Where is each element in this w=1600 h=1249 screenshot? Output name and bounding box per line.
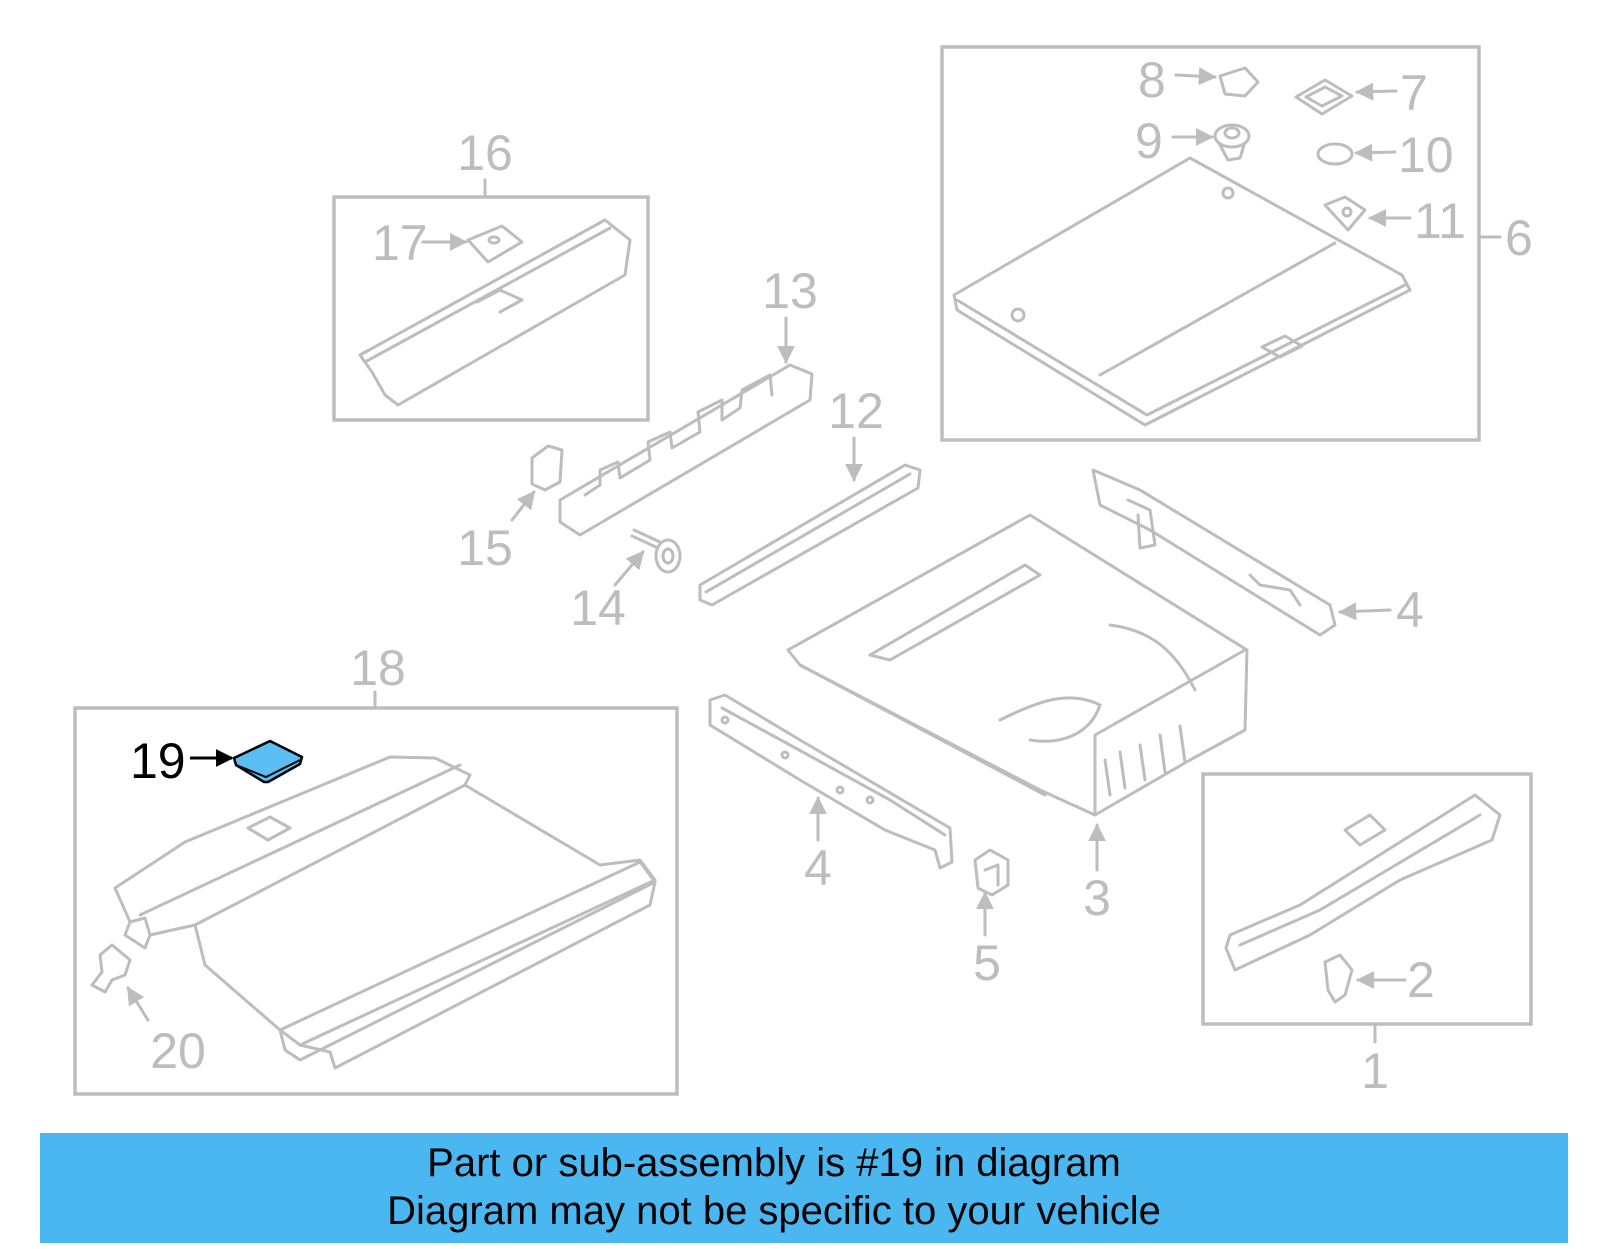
part-12-rail: [698, 436, 922, 607]
group-18-box: [73, 690, 679, 1096]
callout-labels: 16 17 13 12 15 14 8 7 9 10 11 6 4 18 19 …: [130, 52, 1533, 1099]
callout-4-lower: 4: [804, 840, 832, 896]
part-10-ring: [1316, 142, 1354, 166]
part-11-plate: [1323, 195, 1367, 232]
part-14-bolt: [613, 528, 682, 587]
part-8-cap: [1218, 66, 1260, 98]
part-4-lower-rail: [708, 693, 954, 870]
callout-12: 12: [828, 383, 884, 439]
callout-19: 19: [130, 733, 186, 789]
part-9-grommet: [1213, 123, 1251, 149]
callout-13: 13: [762, 263, 818, 319]
callout-4-upper: 4: [1396, 582, 1424, 638]
callout-15: 15: [457, 520, 513, 576]
part-6-floor-board: [952, 156, 1412, 427]
callout-17: 17: [372, 215, 428, 271]
part-20-bracket: [90, 943, 132, 994]
part-16-rail: [358, 218, 632, 407]
callout-8: 8: [1138, 52, 1166, 108]
part-3-floor-pan: [786, 513, 1249, 872]
callout-7: 7: [1400, 65, 1428, 121]
callout-3: 3: [1083, 870, 1111, 926]
callout-5: 5: [973, 935, 1001, 991]
callout-9: 9: [1135, 113, 1163, 169]
callout-16: 16: [457, 125, 513, 181]
part-5-clip: [973, 848, 1010, 937]
group-1-box: [1201, 772, 1533, 1044]
callout-20: 20: [150, 1023, 206, 1079]
callout-10: 10: [1398, 127, 1454, 183]
callout-2: 2: [1407, 952, 1435, 1008]
callout-1: 1: [1361, 1043, 1389, 1099]
callout-6: 6: [1505, 210, 1533, 266]
part-13-bracket: [558, 316, 814, 537]
info-banner: Part or sub-assembly is #19 in diagram D…: [40, 1133, 1568, 1243]
banner-line-1: Part or sub-assembly is #19 in diagram: [427, 1141, 1121, 1185]
callout-14: 14: [570, 580, 626, 636]
part-7-pad: [1294, 78, 1354, 116]
part-1-sill-plate: [1224, 793, 1502, 972]
banner-line-2: Diagram may not be specific to your vehi…: [387, 1189, 1161, 1233]
group-16-box: [332, 178, 650, 422]
callout-18: 18: [350, 640, 406, 696]
part-4-upper-rail: [1091, 468, 1392, 637]
part-15-clip: [510, 444, 564, 522]
part-2-clip: [1323, 953, 1354, 1004]
group-6-box: [940, 45, 1502, 442]
callout-11: 11: [1414, 193, 1466, 249]
